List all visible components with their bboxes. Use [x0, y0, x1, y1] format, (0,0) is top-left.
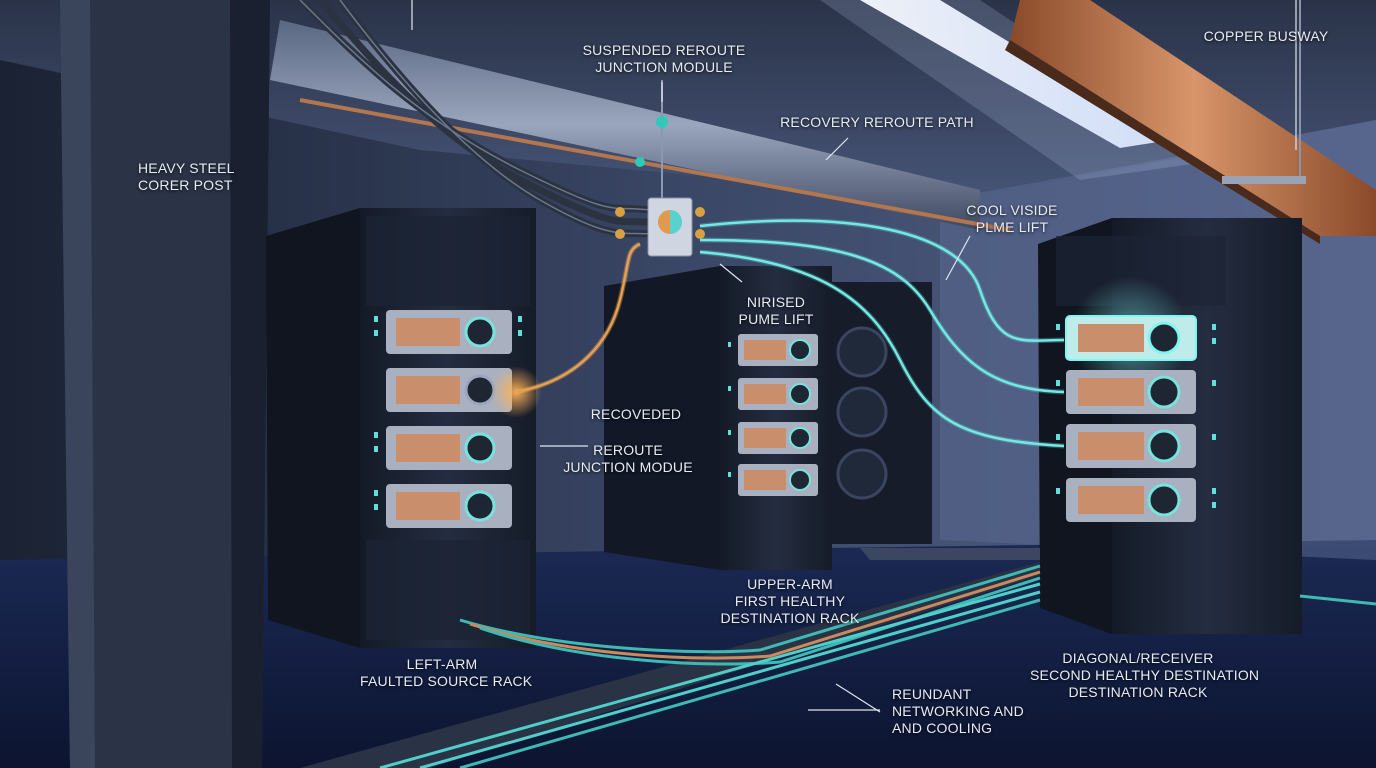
- cool-reroute-lines: [699, 219, 1065, 448]
- label-line: SUSPENDED REROUTE: [582, 42, 746, 58]
- label-line: AND COOLING: [892, 720, 993, 736]
- label-line: JUNCTION MODULE: [595, 59, 733, 75]
- diagonal-subtitle-line: DESTINATION RACK: [1068, 684, 1208, 700]
- upper-arm-subtitle-line: DESTINATION RACK: [720, 610, 860, 626]
- diagonal-title: DIAGONAL/RECEIVER: [1062, 650, 1214, 666]
- copper-busway-label: COPPER BUSWAY: [1203, 28, 1329, 44]
- label-line: NETWORKING AND: [892, 703, 1024, 719]
- busway-bracket: [1222, 176, 1306, 184]
- suspended-junction-module: [615, 80, 705, 257]
- redundant-label: REUNDANT NETWORKING AND AND COOLING: [892, 686, 1024, 737]
- left-arm-subtitle: FAULTED SOURCE RACK: [360, 673, 533, 689]
- upper-arm-title: UPPER-ARM: [747, 576, 833, 592]
- upper-arm-rack: [604, 266, 932, 570]
- corner-post-label: HEAVY STEEL CORER POST: [138, 160, 258, 194]
- diagonal-receiver-rack: [1038, 218, 1302, 634]
- label-line: COOL VISIDE: [966, 202, 1058, 218]
- left-arm-label: LEFT-ARM FAULTED SOURCE RACK: [360, 656, 533, 690]
- left-gpu-stack: [386, 310, 512, 528]
- floor-cable-trays: [300, 548, 1376, 768]
- reroute-junction-label: REROUTE JUNCTION MODUE: [560, 442, 696, 476]
- upper-gpu-stack: [738, 334, 818, 496]
- diagonal-subtitle-line: SECOND HEALTHY DESTINATION: [1030, 667, 1260, 683]
- label-line: REUNDANT: [892, 686, 972, 702]
- leader-lines: [411, 0, 1297, 713]
- label-line: CORER POST: [138, 177, 233, 193]
- recovery-path-label: RECOVERY REROUTE PATH: [780, 114, 974, 130]
- upper-arm-label: UPPER-ARM FIRST HEALTHY DESTINATION RACK: [716, 576, 864, 627]
- nirised-plume-label: NIRISED PUME LIFT: [726, 294, 826, 328]
- left-arm-title: LEFT-ARM: [406, 656, 478, 672]
- suspended-module-label: SUSPENDED REROUTE JUNCTION MODULE: [574, 42, 754, 76]
- label-line: REROUTE: [593, 442, 663, 458]
- recoveded-label: RECOVEDED: [590, 406, 682, 422]
- label-line: NIRISED: [746, 294, 806, 310]
- label-line: JUNCTION MODUE: [563, 459, 693, 475]
- recovered-warm-line: [515, 242, 641, 394]
- label-line: HEAVY STEEL: [138, 160, 235, 176]
- label-line: PLME LIFT: [975, 219, 1049, 235]
- left-arm-rack: [266, 208, 542, 648]
- label-line: PUME LIFT: [738, 311, 814, 327]
- upper-arm-subtitle-line: FIRST HEALTHY: [734, 593, 846, 609]
- cool-plume-label: COOL VISIDE PLME LIFT: [952, 202, 1072, 236]
- diagonal-receiver-label: DIAGONAL/RECEIVER SECOND HEALTHY DESTINA…: [1030, 650, 1260, 701]
- right-gpu-stack: [1065, 315, 1197, 522]
